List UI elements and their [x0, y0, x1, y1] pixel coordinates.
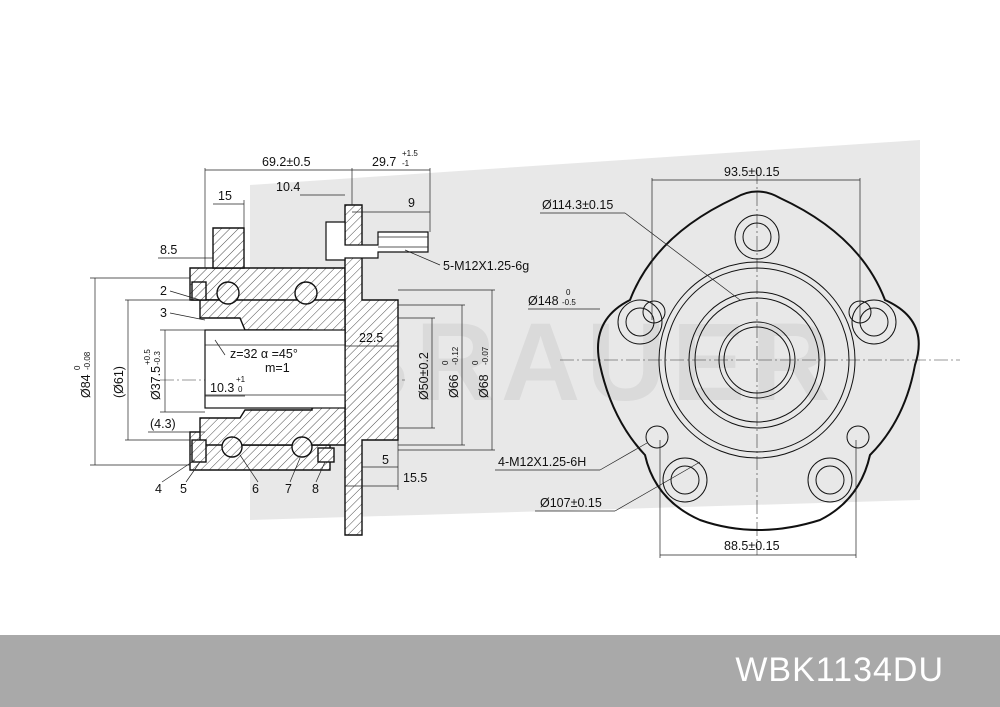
wheel-stud — [325, 221, 429, 261]
dim-22-5: 22.5 — [359, 331, 383, 345]
dim-dia37-5-tol-lower: -0.3 — [153, 351, 162, 365]
dim-width-top: 93.5±0.15 — [724, 165, 780, 179]
spline-label: z=32 α =45° — [230, 347, 298, 361]
ball-lower-right — [291, 436, 313, 458]
dim-dia50: Ø50±0.2 — [417, 352, 431, 400]
dim-5: 5 — [382, 453, 389, 467]
dim-15-5: 15.5 — [403, 471, 427, 485]
front-view — [560, 170, 960, 555]
dim-stud-tol-upper: +1.5 — [402, 149, 418, 158]
dim-flange-tol-lower: -0.5 — [562, 298, 576, 307]
dim-dia68-tol-upper: 0 — [471, 360, 480, 365]
seal-lower — [191, 439, 207, 463]
hub-ring-3 — [688, 291, 826, 429]
ball-upper-right — [294, 281, 318, 305]
dim-flange-dia: Ø148 — [528, 294, 559, 308]
seal-inner-lower — [317, 447, 335, 463]
dim-dia68: Ø68 — [477, 374, 491, 398]
section-view — [160, 204, 429, 536]
callout-6: 6 — [252, 482, 259, 496]
mount-lug — [212, 227, 245, 269]
stud-boss-right — [851, 299, 897, 345]
dim-dia61: (Ø61) — [112, 366, 126, 398]
inner-hub-lower — [199, 404, 346, 446]
hub-ring-2 — [664, 267, 850, 453]
dim-overall-length: 69.2±0.5 — [262, 155, 311, 169]
hub-ring-outer — [658, 261, 856, 459]
callout-4: 4 — [155, 482, 162, 496]
stud-boss-left — [617, 299, 663, 345]
dim-dia66: Ø66 — [447, 374, 461, 398]
part-number: WBK1134DU — [735, 651, 944, 689]
callout-7: 7 — [285, 482, 292, 496]
stud-boss-lower-left — [662, 457, 708, 503]
hub-ring-4 — [694, 297, 820, 423]
callouts: 2 3 4 5 6 7 8 — [155, 284, 326, 496]
bolt-hole-upper-left — [642, 300, 666, 324]
ball-upper-left — [216, 281, 240, 305]
dim-dia68-tol-lower: -0.07 — [481, 346, 490, 365]
dim-10-4: 10.4 — [276, 180, 300, 194]
dim-dia84-tol-lower: -0.08 — [83, 351, 92, 370]
dim-dia37-5: Ø37.5 — [149, 366, 163, 400]
callout-2: 2 — [160, 284, 167, 298]
dim-dia84: Ø84 — [79, 374, 93, 398]
callout-3: 3 — [160, 306, 167, 320]
dim-pcd-studs: Ø114.3±0.15 — [542, 198, 613, 212]
dim-10-3-tol-lower: 0 — [238, 385, 243, 394]
spline-outer — [718, 321, 796, 399]
dim-dia66-tol-upper: 0 — [441, 360, 450, 365]
dim-width-bottom: 88.5±0.15 — [724, 539, 780, 553]
dim-10-3-tol-upper: +1 — [236, 375, 246, 384]
dim-dia37-5-tol-upper: +0.5 — [143, 349, 152, 365]
stud-thread-label: 5-M12X1.25-6g — [443, 259, 529, 273]
dim-15: 15 — [218, 189, 232, 203]
bolt-hole-lower-right — [846, 425, 870, 449]
front-dimensions: 93.5±0.15 Ø114.3±0.15 Ø148 0 -0.5 4-M12X… — [495, 165, 861, 558]
dim-9: 9 — [408, 196, 415, 210]
flange-outline — [597, 190, 920, 531]
dim-dia84-tol-upper: 0 — [73, 365, 82, 370]
stud-boss-lower-right — [807, 457, 853, 503]
spline-inner — [723, 326, 791, 394]
dim-pcd-bolts: Ø107±0.15 — [540, 496, 602, 510]
seal-upper — [191, 281, 207, 301]
dim-flange-tol-upper: 0 — [566, 288, 571, 297]
dim-stud-protrusion: 29.7 — [372, 155, 396, 169]
module-label: m=1 — [265, 361, 290, 375]
dim-dia66-tol-lower: -0.12 — [451, 346, 460, 365]
dim-4-3: (4.3) — [150, 417, 176, 431]
dim-8-5: 8.5 — [160, 243, 177, 257]
stud-boss-top — [734, 214, 780, 260]
dim-10-3: 10.3 — [210, 381, 234, 395]
bolt-hole-lower-left — [645, 425, 669, 449]
technical-drawing: BRAUER — [73, 140, 960, 558]
ball-lower-left — [221, 436, 243, 458]
bolt-thread-label: 4-M12X1.25-6H — [498, 455, 586, 469]
dim-stud-tol-lower: -1 — [402, 159, 410, 168]
footer-bar: WBK1134DU — [0, 635, 1000, 707]
section-dimensions: 69.2±0.5 29.7 +1.5 -1 15 10.4 9 8.5 5-M1… — [73, 149, 529, 490]
callout-5: 5 — [180, 482, 187, 496]
watermark-text: BRAUER — [330, 301, 837, 424]
callout-8: 8 — [312, 482, 319, 496]
